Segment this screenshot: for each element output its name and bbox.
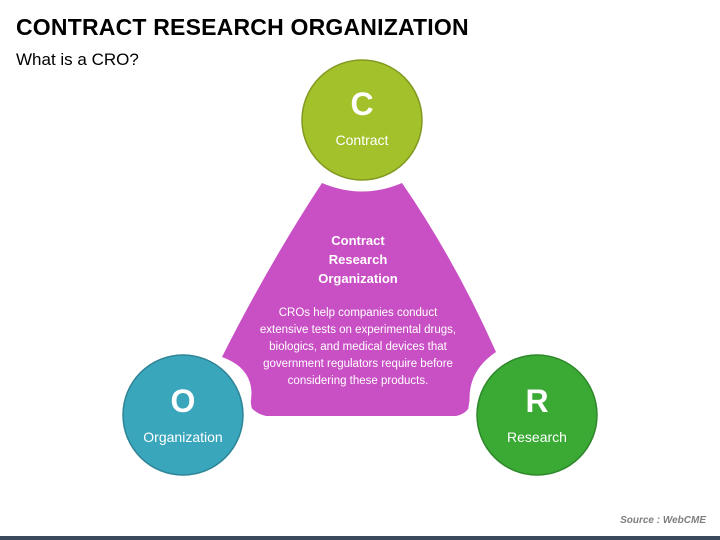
node-organization: O Organization (122, 354, 244, 476)
organization-word: Organization (143, 429, 222, 445)
contract-word: Contract (336, 132, 389, 148)
node-contract: C Contract (301, 59, 423, 181)
research-word: Research (507, 429, 567, 445)
center-body-line-5: considering these products. (288, 375, 429, 387)
center-heading-line-2: Research (329, 252, 388, 267)
center-body-line-4: government regulators require before (263, 358, 453, 370)
source-note: Source : WebCME (620, 515, 706, 526)
center-body-line-2: extensive tests on experimental drugs, (260, 324, 456, 336)
slide-title: CONTRACT RESEARCH ORGANIZATION (16, 14, 469, 40)
research-letter: R (525, 383, 548, 419)
center-text: Contract Research Organization CROs help… (260, 233, 456, 387)
slide-subtitle: What is a CRO? (16, 50, 139, 69)
node-research: R Research (476, 354, 598, 476)
organization-letter: O (171, 383, 196, 419)
center-body-line-3: biologics, and medical devices that (269, 341, 448, 353)
center-triangle (222, 183, 496, 416)
organization-circle (122, 354, 244, 476)
contract-letter: C (350, 86, 373, 122)
research-circle (476, 354, 598, 476)
bottom-bar (0, 536, 720, 540)
center-heading-line-3: Organization (318, 271, 398, 286)
center-body-line-1: CROs help companies conduct (279, 307, 438, 319)
center-heading-line-1: Contract (331, 233, 385, 248)
contract-circle (301, 59, 423, 181)
